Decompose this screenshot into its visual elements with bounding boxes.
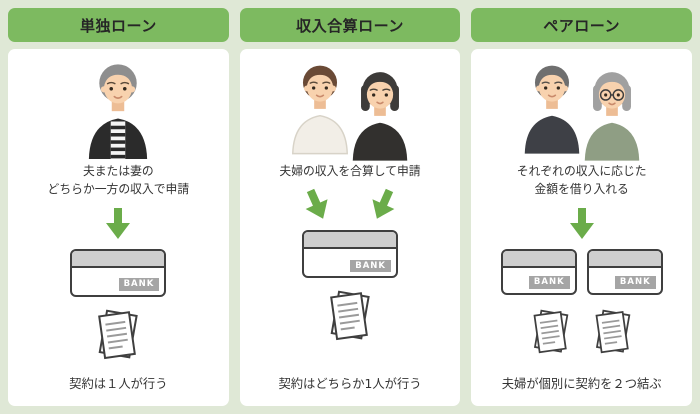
combined-loan-description: 夫婦の収入を合算して申請 bbox=[279, 164, 421, 178]
bank-label: BANK bbox=[614, 276, 656, 289]
single-loan-header: 単独ローン bbox=[8, 8, 229, 42]
contract-document-icon bbox=[98, 309, 139, 359]
husband-illustration bbox=[89, 64, 148, 159]
single-loan-arrow-row bbox=[105, 206, 131, 242]
single-loan-card: 夫または妻の どちらか一方の収入で申請 BANK bbox=[8, 49, 229, 406]
down-right-arrow-icon bbox=[305, 189, 328, 219]
pair-loan-header: ペアローン bbox=[471, 8, 693, 42]
down-arrow-icon bbox=[569, 207, 594, 239]
combined-loan-header: 収入合算ローン bbox=[239, 8, 461, 42]
combined-loan-caption: 契約はどちらか1人が行う bbox=[278, 377, 422, 391]
single-loan-banks: BANK bbox=[70, 248, 167, 297]
single-loan-description: 夫または妻の どちらか一方の収入で申請 bbox=[47, 164, 190, 197]
bank-roof bbox=[72, 250, 165, 268]
down-left-arrow-icon bbox=[372, 189, 395, 219]
combined-loan-card: 夫婦の収入を合算して申請 BANK bbox=[239, 49, 461, 406]
column-pair-loan: ペアローン bbox=[471, 8, 693, 406]
pair-loan-caption: 夫婦が個別に契約を２つ結ぶ bbox=[501, 377, 662, 391]
pair-loan-description: それぞれの収入に応じた 金額を借り入れる bbox=[516, 164, 647, 197]
wife-illustration bbox=[584, 72, 639, 161]
pair-loan-docs bbox=[522, 304, 642, 360]
combined-loan-banks: BANK bbox=[302, 230, 398, 279]
combined-loan-title: 収入合算ローン bbox=[296, 16, 404, 35]
contract-document-icon bbox=[533, 309, 569, 353]
bank-label: BANK bbox=[118, 278, 160, 291]
bank-roof bbox=[588, 250, 661, 268]
bank-icon: BANK bbox=[500, 248, 577, 295]
bank-icon: BANK bbox=[586, 248, 663, 295]
single-loan-title: 単独ローン bbox=[79, 16, 157, 35]
combined-loan-arrow-row bbox=[304, 187, 396, 223]
pair-loan-persons-row bbox=[516, 55, 648, 161]
contract-document-icon bbox=[330, 290, 370, 341]
single-loan-docs bbox=[85, 306, 151, 364]
bank-label: BANK bbox=[528, 276, 570, 289]
bank-label: BANK bbox=[350, 260, 391, 273]
single-loan-persons-row bbox=[78, 55, 158, 159]
combined-loan-docs bbox=[317, 287, 383, 345]
column-combined-income-loan: 収入合算ローン bbox=[239, 8, 461, 406]
column-single-loan: 単独ローン bbox=[8, 8, 229, 406]
pair-loan-card: それぞれの収入に応じた 金額を借り入れる BANK BANK bbox=[471, 49, 693, 406]
combined-loan-persons-row bbox=[284, 55, 416, 161]
bank-roof bbox=[502, 250, 575, 268]
single-loan-caption: 契約は１人が行う bbox=[69, 377, 168, 391]
pair-loan-arrow-row bbox=[569, 206, 595, 242]
bank-roof bbox=[304, 232, 396, 250]
down-arrow-icon bbox=[106, 207, 131, 239]
wife-illustration bbox=[352, 72, 408, 161]
husband-illustration bbox=[292, 65, 348, 155]
contract-document-icon bbox=[595, 309, 631, 353]
bank-icon: BANK bbox=[302, 230, 398, 279]
pair-loan-title: ペアローン bbox=[543, 16, 621, 35]
pair-loan-banks: BANK BANK bbox=[500, 248, 663, 295]
bank-icon: BANK bbox=[70, 248, 167, 297]
husband-illustration bbox=[524, 65, 579, 154]
